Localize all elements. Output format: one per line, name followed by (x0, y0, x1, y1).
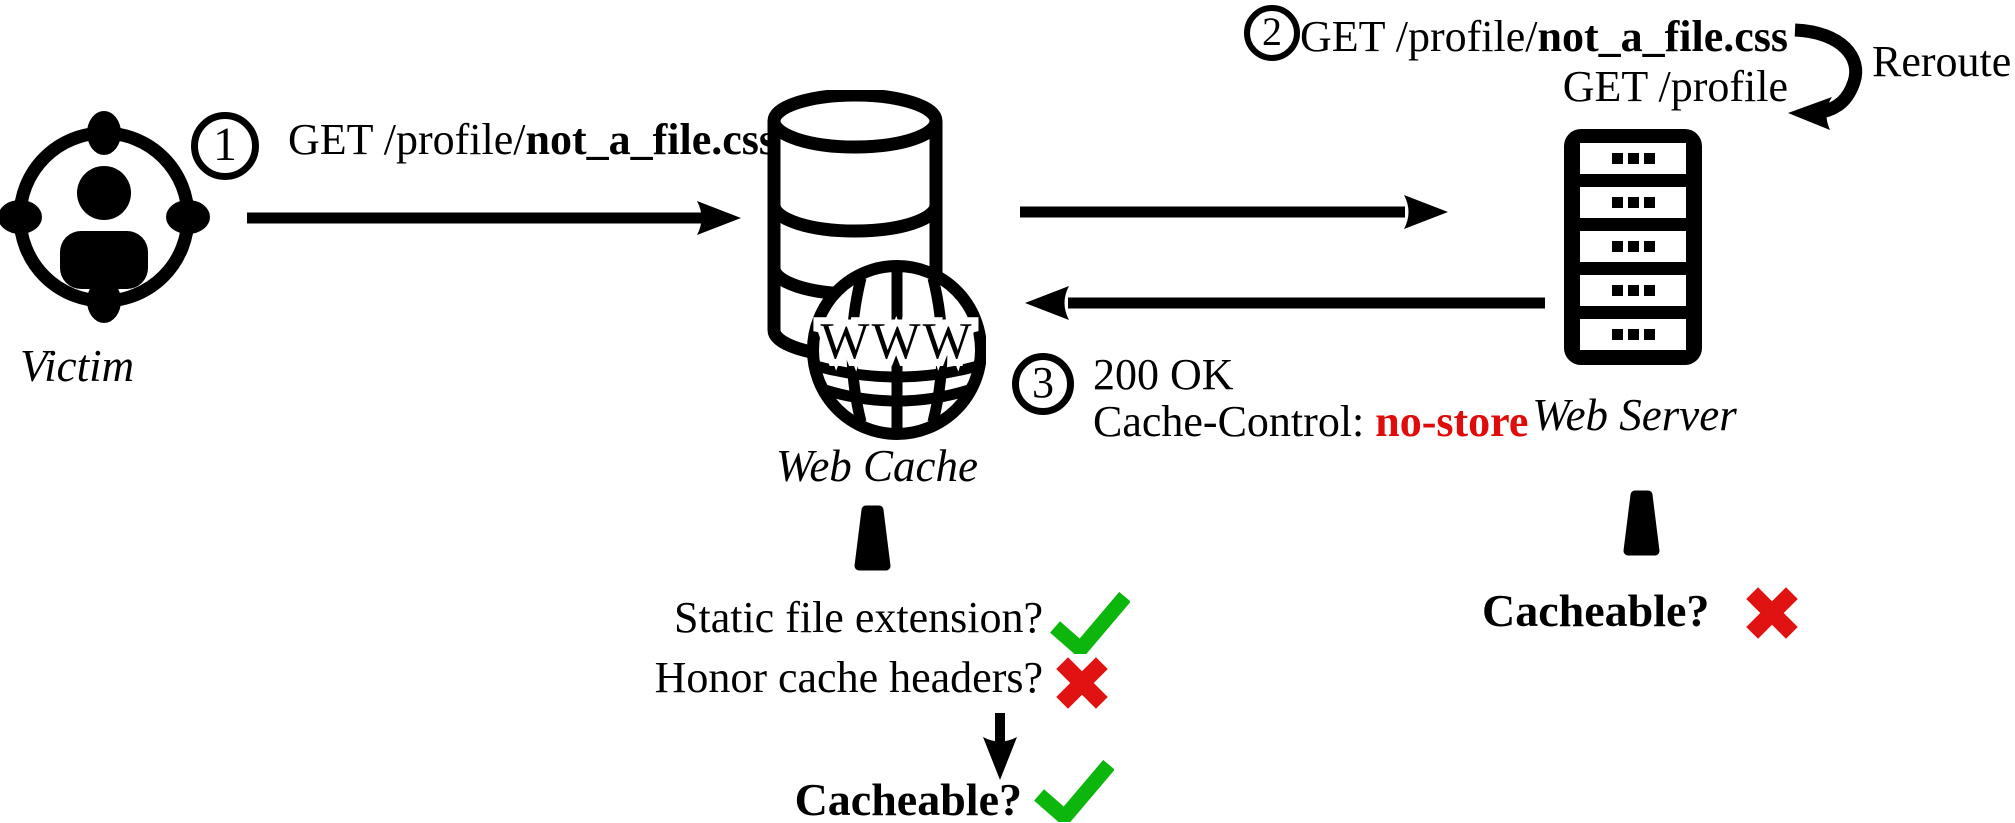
check-icon (1050, 592, 1130, 654)
arrow-server-to-cache (1025, 286, 1545, 320)
question-static-file-extension: Static file extension? (674, 593, 1043, 642)
server-decision-pointer (1623, 490, 1660, 556)
step-3-header-line: Cache-Control: no-store (1093, 398, 1528, 445)
step-1-request-prefix: GET /profile/ (288, 115, 526, 164)
cache-control-prefix: Cache-Control: (1093, 397, 1376, 446)
reroute-label: Reroute (1872, 37, 2012, 86)
step-2-request-text: GET /profile/not_a_file.css GET /profile (1300, 12, 1788, 112)
step-3-badge: 3 (1012, 353, 1074, 415)
person-body (60, 231, 148, 289)
cache-cacheable-label: Cacheable? (794, 774, 1022, 823)
server-cacheable-label: Cacheable? (1482, 585, 1710, 636)
check-icon (1034, 760, 1114, 822)
question-honor-cache-headers: Honor cache headers? (654, 653, 1043, 702)
web-server-rack-icon (1564, 129, 1702, 365)
step-3-number: 3 (1032, 357, 1054, 407)
victim-target-icon (0, 111, 210, 323)
crosshair-lobe-right (166, 200, 210, 234)
person-head (77, 166, 131, 220)
crosshair-lobe-left (0, 200, 42, 234)
step-2-badge: 2 (1244, 5, 1300, 61)
crosshair-lobe-top (87, 111, 121, 155)
step-1-number: 1 (213, 117, 237, 171)
step-1-badge: 1 (191, 112, 259, 180)
step-2-forwarded-request: GET /profile/not_a_file.css (1300, 12, 1788, 62)
web-server-label: Web Server (1532, 390, 1737, 440)
web-cache-icon: WWW (767, 90, 986, 440)
step-2-number: 2 (1262, 8, 1282, 54)
cache-decision-questions: Static file extension? Honor cache heade… (520, 588, 1043, 708)
step-1-request-text: GET /profile/not_a_file.css (288, 115, 776, 164)
arrow-victim-to-cache (247, 201, 741, 235)
step-1-request-file: not_a_file.css (525, 115, 776, 164)
down-arrow (983, 713, 1017, 780)
victim-label: Victim (20, 341, 135, 391)
step-3-response-text: 200 OK Cache-Control: no-store (1093, 351, 1528, 445)
step-2-request-prefix: GET /profile/ (1300, 12, 1538, 61)
server-slots (1580, 143, 1686, 350)
www-globe-icon: WWW (807, 260, 986, 440)
reroute-curved-arrow (1788, 23, 1863, 130)
globe-www-text: WWW (820, 313, 973, 370)
crosshair-lobe-bottom (87, 279, 121, 323)
web-cache-label: Web Cache (775, 441, 979, 491)
cache-decision-pointer (854, 505, 891, 571)
step-2-request-file: not_a_file.css (1537, 12, 1788, 61)
no-store-value: no-store (1375, 397, 1529, 446)
arrow-cache-to-server (1020, 195, 1448, 229)
step-3-status-line: 200 OK (1093, 350, 1234, 399)
step-2-rerouted-request: GET /profile (1562, 62, 1788, 111)
cross-icon (1056, 657, 1108, 709)
cross-icon (1746, 587, 1798, 639)
